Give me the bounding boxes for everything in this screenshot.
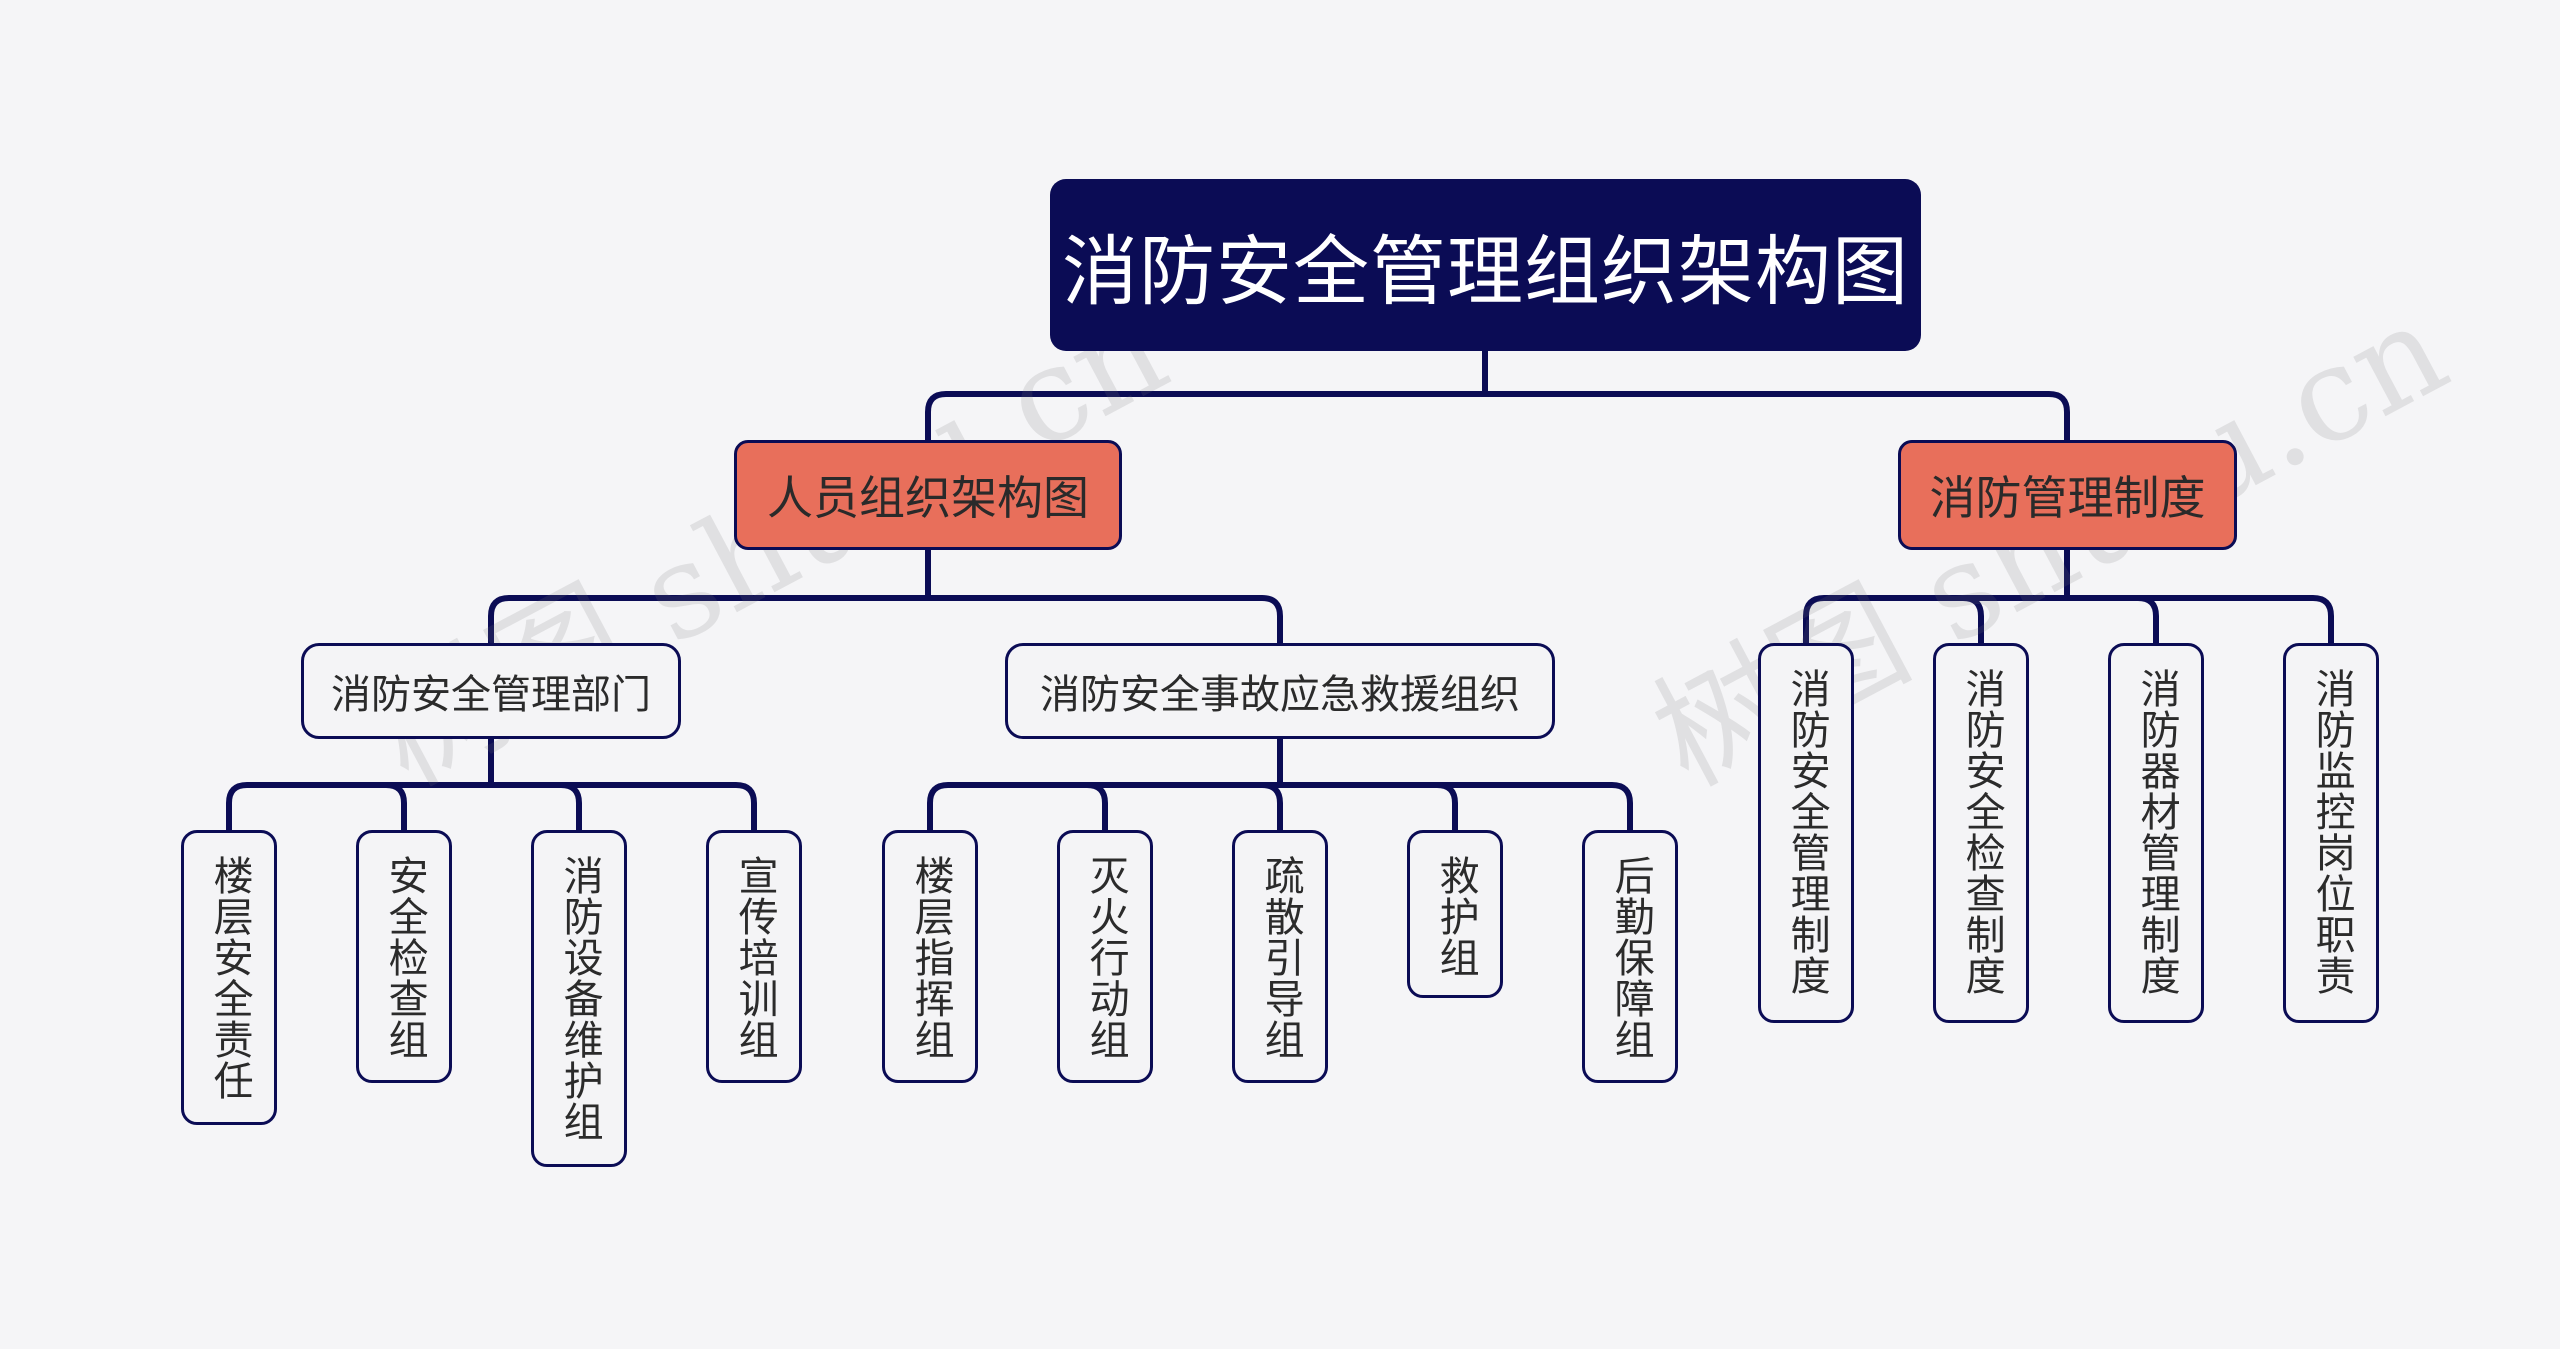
branch-personnel-org[interactable]: 人员组织架构图 [734,440,1122,550]
leaf-fire-safety-mgmt-rules[interactable]: 消防安全管理制度 [1758,643,1854,1023]
connector-department [226,736,757,833]
leaf-safety-inspection-group[interactable]: 安全检查组 [356,830,452,1083]
node-emergency-rescue-org[interactable]: 消防安全事故应急救援组织 [1005,643,1555,739]
connector-system [1803,547,2334,646]
leaf-logistics-group[interactable]: 后勤保障组 [1582,830,1678,1083]
node-fire-safety-dept[interactable]: 消防安全管理部门 [301,643,681,739]
leaf-firefighting-group[interactable]: 灭火行动组 [1057,830,1153,1083]
leaf-evacuation-group[interactable]: 疏散引导组 [1232,830,1328,1083]
connector-root [925,348,2070,443]
branch-fire-mgmt-system[interactable]: 消防管理制度 [1898,440,2237,550]
leaf-first-aid-group[interactable]: 救护组 [1407,830,1503,998]
leaf-training-group[interactable]: 宣传培训组 [706,830,802,1083]
leaf-floor-command-group[interactable]: 楼层指挥组 [882,830,978,1083]
leaf-monitoring-post-duties[interactable]: 消防监控岗位职责 [2283,643,2379,1023]
leaf-equipment-mgmt-rules[interactable]: 消防器材管理制度 [2108,643,2204,1023]
leaf-equipment-maintenance-group[interactable]: 消防设备维护组 [531,830,627,1167]
root-node[interactable]: 消防安全管理组织架构图 [1050,179,1921,351]
leaf-floor-safety-duty[interactable]: 楼层安全责任 [181,830,277,1125]
connector-personnel [488,547,1283,646]
connector-emergency [927,736,1633,833]
leaf-fire-inspection-rules[interactable]: 消防安全检查制度 [1933,643,2029,1023]
